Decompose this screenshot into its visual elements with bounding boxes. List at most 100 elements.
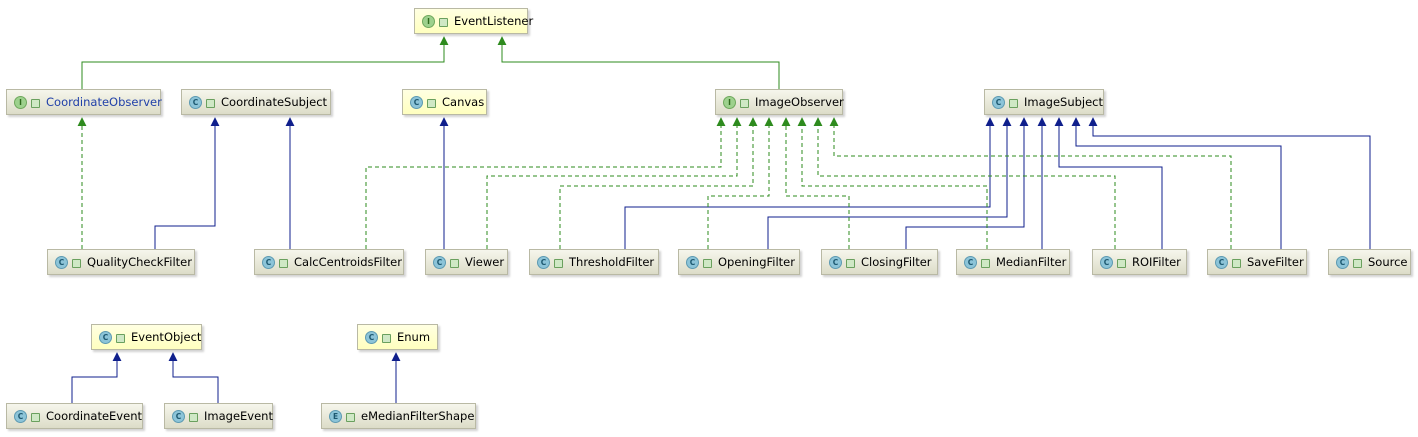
class-node-save-filter[interactable]: C SaveFilter — [1207, 249, 1307, 275]
edge-image-observer-to-event-listener — [497, 36, 780, 89]
edge-threshold-filter-to-image-subject — [624, 117, 995, 249]
class-node-closing-filter[interactable]: C ClosingFilter — [821, 249, 938, 275]
class-icon: C — [410, 95, 423, 109]
class-name-label: ROIFilter — [1132, 255, 1181, 269]
lock-icon — [1353, 258, 1362, 268]
class-node-enum[interactable]: C Enum — [357, 324, 438, 350]
lock-icon — [72, 258, 81, 268]
lock-icon — [439, 17, 448, 27]
edge-viewer-to-image-observer — [486, 117, 742, 249]
class-name-label: CoordinateObserver — [46, 95, 162, 109]
class-name-label: ImageEvent — [204, 409, 273, 423]
lock-icon — [382, 333, 391, 343]
lock-icon — [427, 98, 436, 108]
class-icon: C — [1100, 255, 1113, 269]
class-icon: C — [433, 255, 446, 269]
class-name-label: Source — [1368, 255, 1408, 269]
lock-icon — [1232, 258, 1241, 268]
class-node-event-object[interactable]: C EventObject — [91, 324, 202, 350]
edge-closing-filter-to-image-subject — [905, 117, 1029, 249]
class-name-label: OpeningFilter — [718, 255, 795, 269]
class-node-median-filter[interactable]: C MedianFilter — [956, 249, 1070, 275]
edge-closing-filter-to-image-observer — [781, 117, 850, 249]
class-node-image-event[interactable]: C ImageEvent — [164, 403, 273, 429]
class-name-label: EventObject — [131, 330, 202, 344]
class-icon: C — [365, 330, 378, 344]
class-icon: C — [686, 255, 699, 269]
lock-icon — [1117, 258, 1126, 268]
interface-icon: I — [14, 95, 27, 109]
edge-roi-filter-to-image-observer — [813, 117, 1116, 249]
lock-icon — [1009, 98, 1018, 108]
lock-icon — [703, 258, 712, 268]
lock-icon — [31, 98, 40, 108]
edge-quality-check-filter-to-coordinate-subject — [154, 117, 220, 249]
class-name-label: CoordinateEvent — [46, 409, 142, 423]
class-icon: C — [829, 255, 842, 269]
class-name-label: Canvas — [442, 95, 485, 109]
class-name-label: SaveFilter — [1247, 255, 1304, 269]
class-name-label: Enum — [397, 330, 431, 344]
edge-calc-centroids-filter-to-image-observer — [365, 117, 726, 249]
lock-icon — [31, 412, 40, 422]
lock-icon — [206, 98, 215, 108]
class-icon: C — [537, 255, 550, 269]
edge-image-event-to-event-object — [168, 352, 219, 403]
class-icon: C — [1336, 255, 1349, 269]
class-node-calc-centroids-filter[interactable]: C CalcCentroidsFilter — [254, 249, 404, 275]
class-name-label: CoordinateSubject — [221, 95, 328, 109]
class-name-label: eMedianFilterShape — [361, 409, 475, 423]
class-node-source[interactable]: C Source — [1328, 249, 1411, 275]
edge-coordinate-event-to-event-object — [71, 352, 122, 403]
class-name-label: Viewer — [465, 255, 505, 269]
class-name-label: ImageObserver — [755, 95, 844, 109]
lock-icon — [740, 98, 749, 108]
class-node-image-observer[interactable]: I ImageObserver — [715, 89, 844, 115]
class-node-canvas[interactable]: C Canvas — [402, 89, 487, 115]
class-icon: C — [992, 95, 1005, 109]
lock-icon — [846, 258, 855, 268]
class-name-label: ClosingFilter — [861, 255, 932, 269]
class-node-coordinate-subject[interactable]: C CoordinateSubject — [181, 89, 331, 115]
class-node-viewer[interactable]: C Viewer — [425, 249, 508, 275]
class-icon: C — [99, 330, 112, 344]
class-icon: C — [172, 409, 185, 423]
class-name-label: CalcCentroidsFilter — [294, 255, 402, 269]
edge-opening-filter-to-image-subject — [767, 117, 1012, 249]
class-node-event-listener[interactable]: I EventListener — [414, 8, 533, 34]
lock-icon — [116, 333, 125, 343]
interface-icon: I — [422, 14, 435, 28]
lock-icon — [981, 258, 990, 268]
class-name-label: EventListener — [454, 14, 534, 28]
lock-icon — [279, 258, 288, 268]
lock-icon — [554, 258, 563, 268]
edge-opening-filter-to-image-observer — [707, 117, 774, 249]
edge-threshold-filter-to-image-observer — [559, 117, 758, 249]
enum-icon: E — [329, 409, 342, 423]
edge-save-filter-to-image-subject — [1071, 117, 1282, 249]
edge-coordinate-observer-to-event-listener — [81, 36, 449, 89]
class-icon: C — [14, 409, 27, 423]
class-icon: C — [964, 255, 977, 269]
class-node-roi-filter[interactable]: C ROIFilter — [1092, 249, 1187, 275]
class-node-coordinate-event[interactable]: C CoordinateEvent — [6, 403, 143, 429]
edge-save-filter-to-image-observer — [829, 117, 1232, 249]
edge-median-filter-to-image-observer — [797, 117, 988, 249]
class-icon: C — [262, 255, 275, 269]
class-node-opening-filter[interactable]: C OpeningFilter — [678, 249, 800, 275]
lock-icon — [346, 412, 355, 422]
class-name-label: MedianFilter — [996, 255, 1067, 269]
class-icon: C — [189, 95, 202, 109]
class-icon: C — [1215, 255, 1228, 269]
edge-source-to-image-subject — [1088, 117, 1371, 249]
interface-icon: I — [723, 95, 736, 109]
class-node-coordinate-observer[interactable]: I CoordinateObserver — [6, 89, 162, 115]
class-icon: C — [55, 255, 68, 269]
lock-icon — [450, 258, 459, 268]
